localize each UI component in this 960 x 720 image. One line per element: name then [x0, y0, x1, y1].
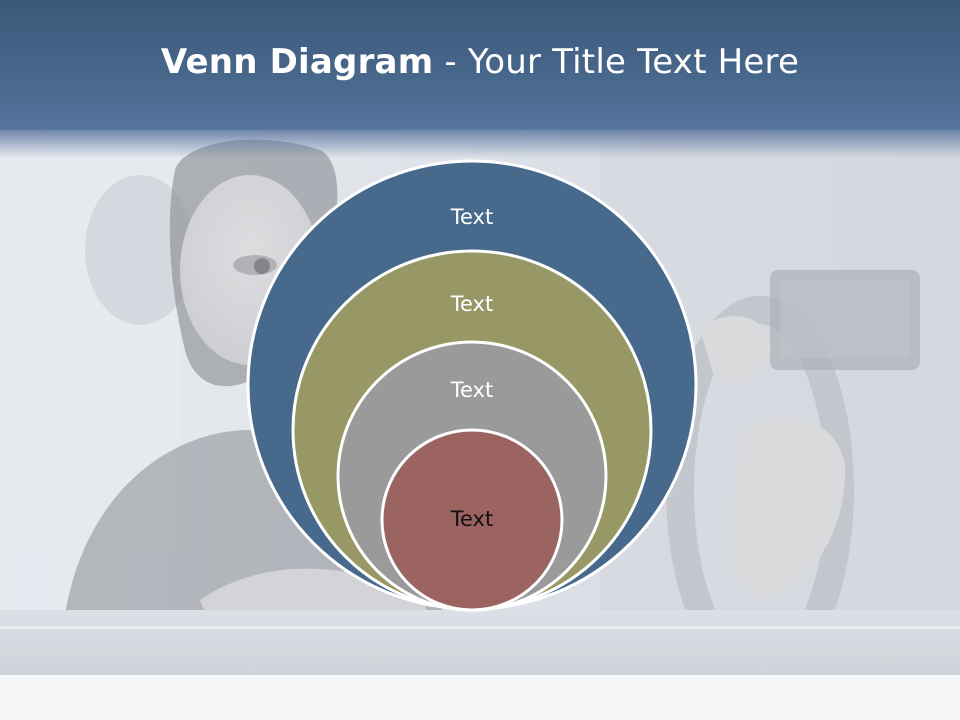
slide-title-rest: - Your Title Text Here: [433, 42, 800, 82]
slide-title-bold: Venn Diagram: [160, 42, 434, 82]
ring-3-label: Text: [450, 378, 493, 402]
slide-title: Venn Diagram - Your Title Text Here: [0, 38, 960, 86]
header-band: [0, 0, 960, 130]
ring-2-label: Text: [450, 292, 493, 316]
ring-4-label: Text: [450, 507, 493, 531]
ring-4-circle[interactable]: [380, 428, 564, 612]
header-fade: [0, 128, 960, 158]
ring-1-label: Text: [450, 205, 493, 229]
footer-band: [0, 675, 960, 720]
